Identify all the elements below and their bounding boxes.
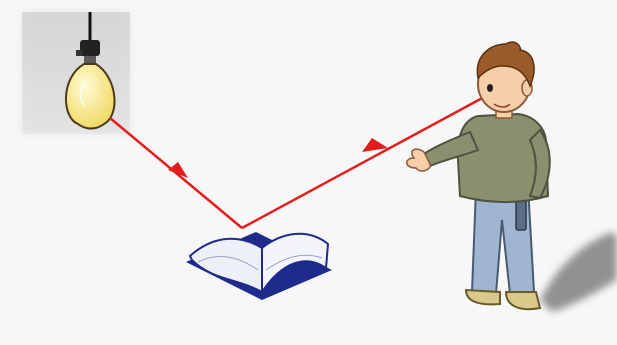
boy-figure [407,42,550,309]
incident-ray [110,118,242,228]
reflected-ray [242,96,486,228]
open-book-icon [186,232,332,300]
boy-eye [487,84,493,92]
boy-shadow [540,232,617,312]
